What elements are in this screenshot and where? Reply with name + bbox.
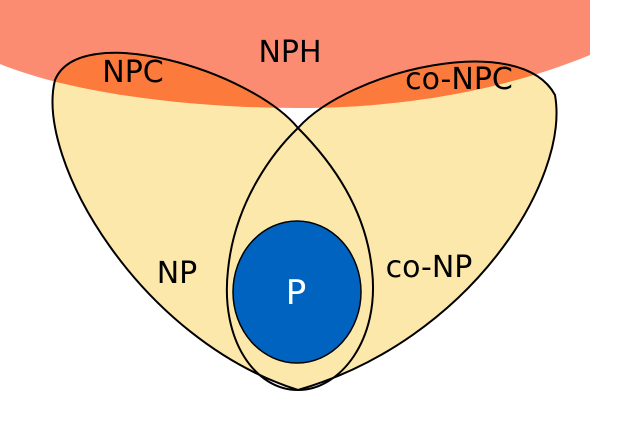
- conp-label: co-NP: [386, 250, 473, 285]
- conpc-label: co-NPC: [405, 62, 513, 97]
- conp-outline: [225, 60, 558, 392]
- p-label: P: [286, 273, 307, 313]
- nph-label: NPH: [258, 35, 321, 70]
- conp-region: [298, 61, 557, 391]
- p-region: [232, 220, 362, 364]
- npc-label: NPC: [102, 55, 163, 90]
- np-label: NP: [157, 256, 198, 291]
- np-outline: [51, 51, 374, 392]
